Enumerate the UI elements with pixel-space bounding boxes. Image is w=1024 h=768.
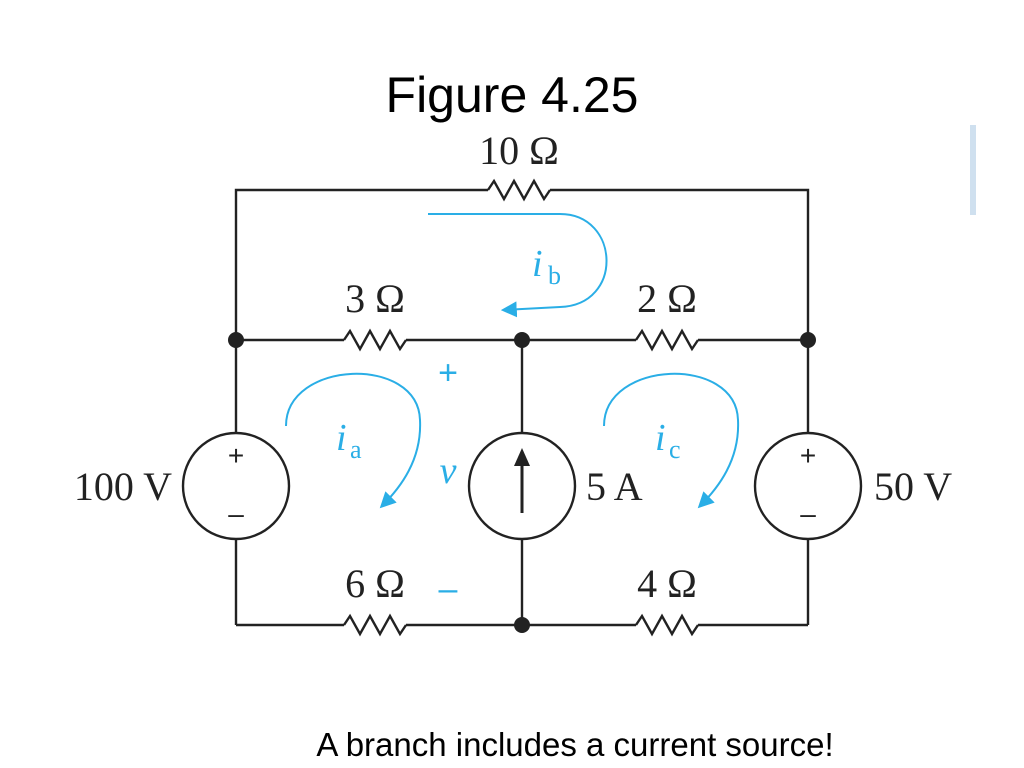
svg-text:+: + bbox=[438, 354, 458, 392]
label-5a: 5 A bbox=[586, 464, 643, 509]
svg-text:i: i bbox=[655, 417, 666, 459]
svg-text:c: c bbox=[669, 435, 681, 464]
current-source-5a bbox=[467, 431, 577, 541]
svg-text:i: i bbox=[336, 417, 347, 459]
node-right bbox=[800, 332, 816, 348]
resistor-6-ohm bbox=[343, 613, 407, 637]
node-center bbox=[514, 332, 530, 348]
svg-text:–: – bbox=[228, 498, 244, 529]
node-bottom bbox=[514, 617, 530, 633]
svg-text:v: v bbox=[440, 450, 457, 492]
circuit-diagram: + – + – 10 Ω 3 Ω 2 Ω 6 Ω 4 Ω 100 V 5 A 5… bbox=[74, 125, 976, 637]
svg-text:+: + bbox=[800, 440, 816, 471]
edge-artifact bbox=[970, 125, 976, 215]
label-6-ohm: 6 Ω bbox=[345, 561, 405, 606]
resistor-2-ohm bbox=[635, 328, 699, 352]
top-branch bbox=[234, 178, 810, 340]
mesh-current-ia: i a bbox=[285, 372, 422, 509]
slide-title: Figure 4.25 bbox=[385, 67, 639, 123]
mesh-current-ic: i c bbox=[603, 372, 740, 509]
voltage-source-50v: + – bbox=[753, 431, 863, 541]
svg-text:i: i bbox=[532, 243, 543, 285]
resistor-4-ohm bbox=[635, 613, 699, 637]
node-left bbox=[228, 332, 244, 348]
label-2-ohm: 2 Ω bbox=[637, 276, 697, 321]
label-4-ohm: 4 Ω bbox=[637, 561, 697, 606]
label-3-ohm: 3 Ω bbox=[345, 276, 405, 321]
label-10-ohm: 10 Ω bbox=[479, 128, 559, 173]
slide-caption: A branch includes a current source! bbox=[316, 726, 834, 763]
bottom-branch bbox=[236, 613, 808, 637]
svg-text:+: + bbox=[228, 440, 244, 471]
svg-text:–: – bbox=[439, 570, 458, 608]
voltage-source-100v: + – bbox=[181, 431, 291, 541]
mesh-current-ib: i b bbox=[428, 213, 608, 318]
label-50v: 50 V bbox=[874, 464, 952, 509]
resistor-10-ohm bbox=[487, 178, 551, 202]
voltage-v-annotation: + v – bbox=[438, 354, 458, 608]
svg-text:b: b bbox=[548, 261, 561, 290]
svg-text:a: a bbox=[350, 435, 362, 464]
svg-text:–: – bbox=[800, 498, 816, 529]
resistor-3-ohm bbox=[343, 328, 407, 352]
label-100v: 100 V bbox=[74, 464, 172, 509]
